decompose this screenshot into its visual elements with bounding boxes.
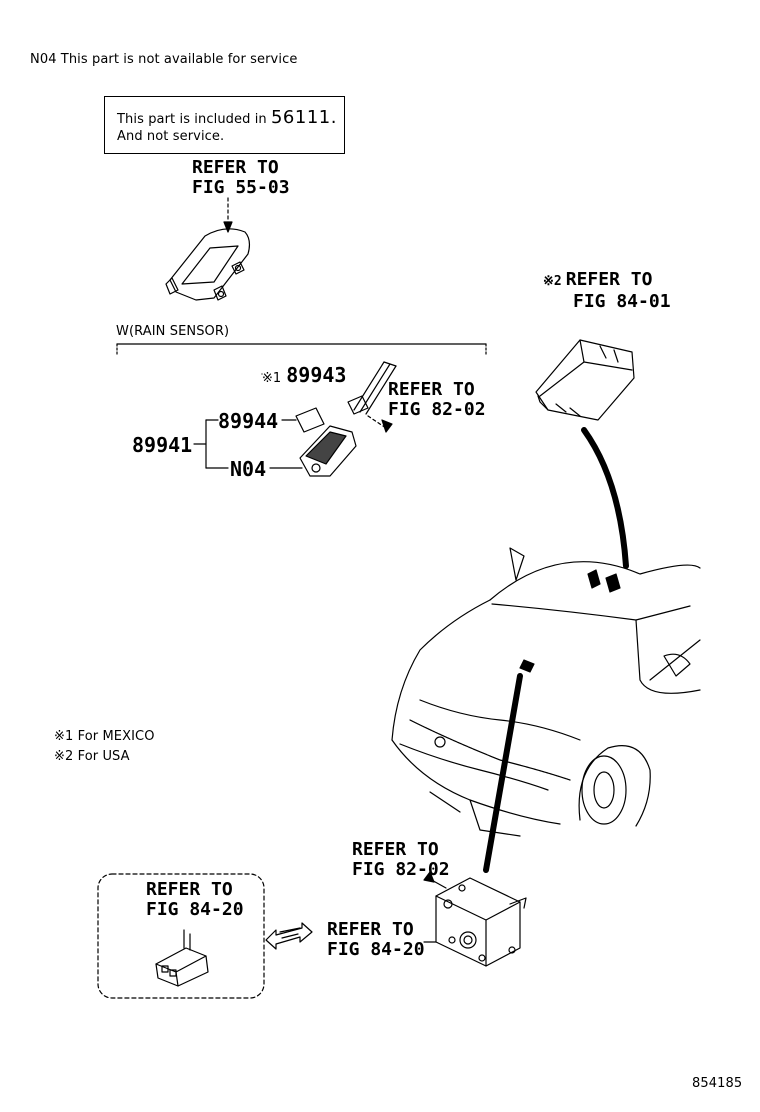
refer-fig-82-02-upper[interactable]: REFER TO FIG 82-02 <box>388 380 486 420</box>
info-box-prefix: This part is included in <box>117 112 267 127</box>
legend-item-1: ※1 For MEXICO <box>54 729 155 744</box>
connector-plug <box>155 929 209 987</box>
refer-fig-82-02-lower[interactable]: REFER TO FIG 82-02 <box>352 840 450 880</box>
refer-line1: REFER TO <box>388 379 475 400</box>
refer-line2: FIG 84-01 <box>573 291 671 312</box>
header-note: N04 This part is not available for servi… <box>30 52 298 67</box>
refer-line2: FIG 84-20 <box>146 899 244 920</box>
refer-line2: FIG 82-02 <box>352 859 450 880</box>
refer-fig-84-20-box[interactable]: REFER TO FIG 84-20 <box>146 880 244 920</box>
refer-fig-84-20-mid[interactable]: REFER TO FIG 84-20 <box>327 920 425 960</box>
connection-double-arrow <box>265 922 313 950</box>
part-89944-label[interactable]: 89944 <box>218 409 279 433</box>
vehicle-illustration <box>391 547 701 837</box>
legend-item-2: ※2 For USA <box>54 749 130 764</box>
part-n04-label[interactable]: N04 <box>230 457 267 481</box>
sensor-bracket-cover <box>165 228 251 301</box>
rain-sensor-label: W(RAIN SENSOR) <box>116 324 230 339</box>
refer-fig-55-03[interactable]: REFER TO FIG 55-03 <box>192 158 290 198</box>
refer-line1: REFER TO <box>352 839 439 860</box>
refer-line1: REFER TO <box>192 157 279 178</box>
diagram-id: 854185 <box>692 1076 743 1091</box>
info-box-partno[interactable]: 56111 <box>270 107 331 128</box>
leader-fig-55-03 <box>223 197 233 233</box>
part-89943-label[interactable]: ※1 89943 <box>262 364 346 386</box>
sensor-cover-usa <box>535 339 635 421</box>
info-box-suffix: . <box>330 107 337 128</box>
refer-line2: FIG 82-02 <box>388 399 486 420</box>
info-box-line2: And not service. <box>117 129 225 144</box>
part-89941-label[interactable]: 89941 <box>132 433 193 457</box>
refer-line2: FIG 55-03 <box>192 177 290 198</box>
note-mark-2: ※2 <box>543 274 562 289</box>
rain-sensor-n04 <box>269 425 357 477</box>
part-number: 89943 <box>286 363 347 387</box>
note-mark-1: ※1 <box>262 371 282 386</box>
info-box: This part is included in 56111. And not … <box>104 96 345 154</box>
info-box-line1: This part is included in 56111. <box>117 107 337 128</box>
pointer-lines <box>483 427 629 873</box>
sensor-module-lower <box>423 871 527 967</box>
refer-line1: REFER TO <box>565 269 653 290</box>
refer-line2: FIG 84-20 <box>327 939 425 960</box>
pad-89944 <box>281 407 325 433</box>
refer-line1: REFER TO <box>146 879 233 900</box>
refer-line1: REFER TO <box>327 919 414 940</box>
rain-sensor-bracket <box>116 343 487 357</box>
